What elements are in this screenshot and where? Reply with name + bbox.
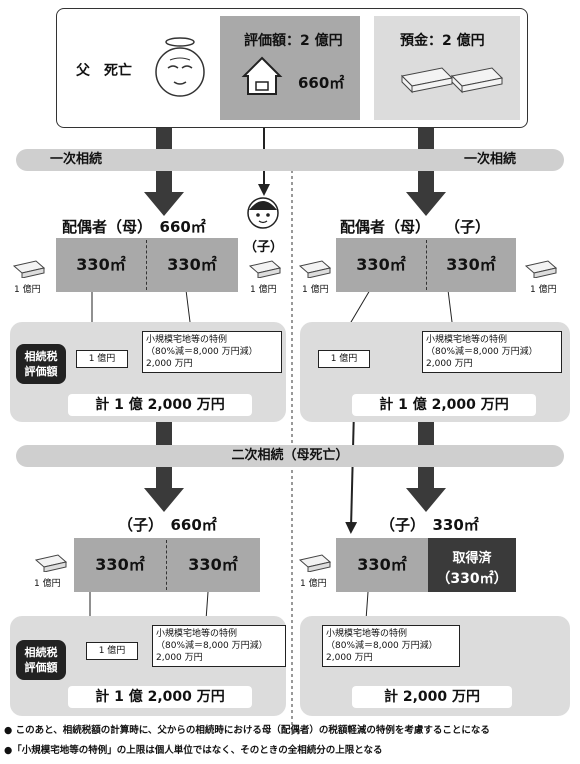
- tokurei-box: 小規模宅地等の特例 （80%減＝8,000 万円減） 2,000 万円: [322, 625, 460, 667]
- second-left-total: 計 1 億 2,000 万円: [68, 686, 252, 708]
- band-first-right: 一次相続: [464, 152, 517, 167]
- tokurei-line: 2,000 万円: [326, 653, 373, 663]
- second-inheritance-band: [16, 445, 564, 467]
- acquired-cell: 取得済 （330㎡）: [428, 538, 516, 592]
- tokurei-line: 小規模宅地等の特例: [326, 629, 408, 639]
- first-left-land: [56, 238, 238, 292]
- value-box: 1 億円: [86, 642, 138, 660]
- tokurei-line: 2,000 万円: [426, 359, 473, 369]
- first-left-cell-b: 330㎡: [167, 255, 217, 274]
- land-area: 660㎡: [298, 74, 345, 92]
- note-2: ●「小規模宅地等の特例」の上限は個人単位ではなく、そのときの全相続分の上限となる: [4, 745, 383, 756]
- tokurei-line: 小規模宅地等の特例: [426, 335, 508, 345]
- money-icon: [298, 554, 332, 572]
- money-icon: [298, 260, 332, 278]
- first-right-cell-a: 330㎡: [356, 255, 406, 274]
- cell-divider: [426, 240, 427, 290]
- badge-line: 相続税: [24, 350, 58, 363]
- second-right-land: [336, 538, 428, 592]
- deposit-amount: 1 億円: [34, 579, 61, 589]
- deposit-amount: 1 億円: [250, 285, 277, 295]
- deposit-amount: 1 億円: [302, 285, 329, 295]
- land-box: [220, 16, 360, 120]
- first-left-total: 計 1 億 2,000 万円: [68, 394, 252, 416]
- tax-value-badge: 相続税 評価額: [16, 344, 66, 384]
- first-inheritance-band: [16, 149, 564, 171]
- deposit-amount: 1 億円: [14, 285, 41, 295]
- first-left-cell-a: 330㎡: [76, 255, 126, 274]
- tax-value-badge: 相続税 評価額: [16, 640, 66, 680]
- second-left-title: （子） 660㎡: [118, 516, 217, 534]
- cell-divider: [166, 540, 167, 590]
- tokurei-line: 小規模宅地等の特例: [156, 629, 238, 639]
- first-right-cell-b: 330㎡: [446, 255, 496, 274]
- money-icon: [12, 260, 46, 278]
- house-icon: [241, 56, 283, 95]
- tokurei-line: 2,000 万円: [156, 653, 203, 663]
- tokurei-line: 2,000 万円: [146, 359, 193, 369]
- band-first-left: 一次相続: [50, 152, 103, 167]
- tokurei-box: 小規模宅地等の特例 （80%減＝8,000 万円減） 2,000 万円: [152, 625, 286, 667]
- value-box: 1 億円: [318, 350, 370, 368]
- deposit-amount: 1 億円: [530, 285, 557, 295]
- badge-line: 評価額: [24, 365, 58, 378]
- arrow-first-left: [144, 126, 184, 216]
- child-label: （子）: [244, 240, 284, 255]
- first-left-title: 配偶者（母） 660㎡: [62, 218, 206, 236]
- acquired-area: （330㎡）: [436, 571, 508, 587]
- money-icon: [34, 554, 68, 572]
- tokurei-line: （80%減＝8,000 万円減）: [326, 641, 438, 651]
- deposit-box: [374, 16, 520, 120]
- second-left-cell-a: 330㎡: [95, 555, 145, 574]
- land-value-label: 評価額：2 億円: [244, 33, 343, 49]
- money-stack-icon: [400, 67, 504, 94]
- value-box: 1 億円: [76, 350, 128, 368]
- badge-line: 評価額: [24, 661, 58, 674]
- deposit-label: 預金：2 億円: [400, 33, 485, 49]
- child-face-icon: [247, 197, 279, 229]
- second-right-total: 計 2,000 万円: [352, 686, 512, 708]
- second-left-land: [74, 538, 260, 592]
- second-right-title: （子） 330㎡: [380, 516, 479, 534]
- father-label: 父 死亡: [76, 63, 132, 79]
- note-1: ● このあと、相続税額の計算時に、父からの相続時における母（配偶者）の税額軽減の…: [4, 725, 490, 736]
- first-right-total: 計 1 億 2,000 万円: [352, 394, 536, 416]
- arrow-first-right: [406, 126, 446, 216]
- deposit-amount: 1 億円: [300, 579, 327, 589]
- tokurei-line: （80%減＝8,000 万円減）: [146, 347, 258, 357]
- first-right-title: 配偶者（母） （子）: [340, 218, 491, 236]
- badge-line: 相続税: [24, 646, 58, 659]
- tokurei-line: （80%減＝8,000 万円減）: [426, 347, 538, 357]
- second-left-cell-b: 330㎡: [188, 555, 238, 574]
- acquired-label: 取得済: [452, 551, 492, 566]
- money-icon: [248, 260, 282, 278]
- father-face-icon: [155, 37, 205, 97]
- tokurei-box: 小規模宅地等の特例 （80%減＝8,000 万円減） 2,000 万円: [422, 331, 562, 373]
- cell-divider: [146, 240, 147, 290]
- tokurei-line: 小規模宅地等の特例: [146, 335, 228, 345]
- tokurei-line: （80%減＝8,000 万円減）: [156, 641, 268, 651]
- money-icon: [524, 260, 558, 278]
- tokurei-box: 小規模宅地等の特例 （80%減＝8,000 万円減） 2,000 万円: [142, 331, 282, 373]
- second-right-cell-a: 330㎡: [357, 555, 407, 574]
- band-second: 二次相続（母死亡）: [231, 448, 349, 463]
